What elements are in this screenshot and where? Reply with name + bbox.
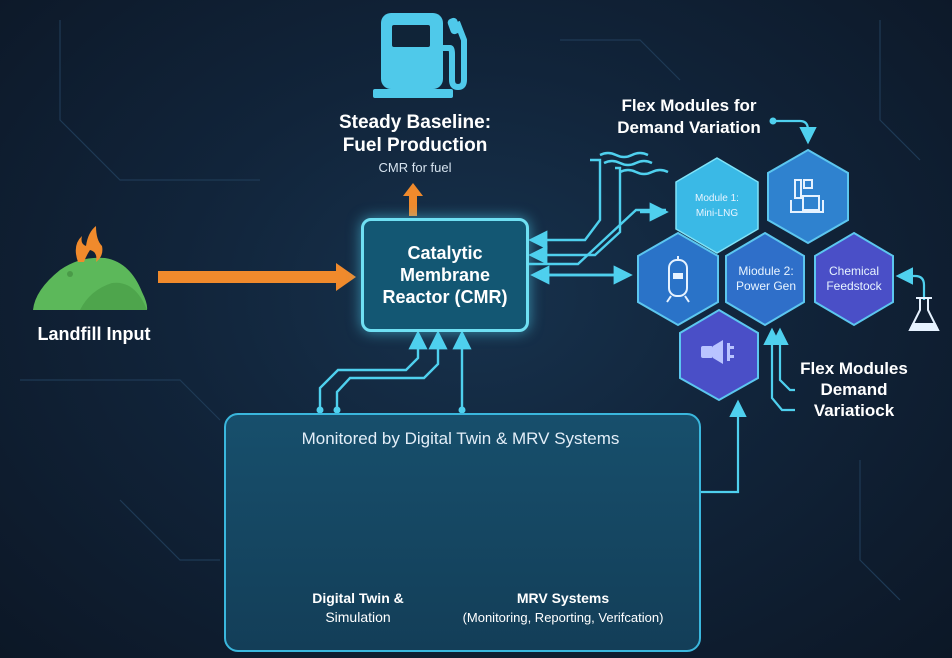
flex-top-dot	[769, 117, 777, 125]
digital-twin-line1: Digital Twin &	[312, 590, 404, 606]
flex-bottom-line2: Demand	[820, 380, 888, 399]
mrv-subtitle: (Monitoring, Reporting, Verifcation)	[462, 610, 664, 625]
chemical-line2: Feedstock	[826, 279, 882, 293]
landfill-flame-icon	[33, 226, 148, 310]
flex-bottom-arrows	[763, 327, 795, 412]
module2-label: Miodule 2: Power Gen	[727, 264, 805, 294]
module2-line1: Miodule 2:	[738, 264, 794, 278]
mrv-label: MRV Systems (Monitoring, Reporting, Veri…	[450, 589, 676, 627]
cmr-line3: Reactor (CMR)	[382, 287, 508, 307]
equipment-icon	[790, 179, 824, 213]
chemical-arrow	[895, 267, 926, 300]
hex-module-mini-lng[interactable]	[675, 157, 759, 254]
fuel-title-line1: Steady Baseline:	[338, 112, 492, 133]
chemical-line1: Chemical	[828, 264, 879, 278]
flex-bottom-line1: Flex Modules	[800, 359, 908, 378]
cmr-monitor-connectors	[318, 330, 472, 410]
cmr-module-connectors	[526, 151, 669, 285]
monitor-title: Monitored by Digital Twin & MRV Systems	[301, 429, 620, 448]
chemical-label: Chemical Feedstock	[815, 264, 893, 294]
plug-icon	[701, 340, 734, 364]
background-circuit	[20, 20, 921, 601]
landfill-to-cmr-arrow	[158, 263, 356, 291]
digital-twin-line2: Simulation	[325, 609, 391, 625]
flask-icon	[908, 297, 940, 331]
module1-line2: Mini-LNG	[695, 208, 739, 219]
module2-line2: Power Gen	[735, 279, 797, 293]
fuel-pump-icon	[373, 13, 467, 98]
flex-top-arrow	[773, 119, 817, 145]
hex-module-power-gen[interactable]	[725, 231, 805, 327]
cmr-box[interactable]: Catalytic Membrane Reactor (CMR)	[361, 218, 529, 332]
flex-bottom-label: Flex Modules Demand Variatiock	[790, 358, 918, 421]
flex-bottom-line3: Variatiock	[813, 401, 895, 420]
mrv-title: MRV Systems	[516, 590, 610, 606]
cmr-line1: Catalytic	[407, 243, 483, 263]
cmr-to-fuel-arrow	[403, 183, 423, 216]
hex-module-chemical[interactable]	[814, 231, 894, 327]
fuel-title: Steady Baseline: Fuel Production	[330, 111, 500, 157]
landfill-label: Landfill Input	[37, 324, 151, 344]
module1-line1: Module 1:	[695, 193, 739, 204]
fuel-title-line2: Fuel Production	[342, 135, 488, 156]
monitor-box	[224, 413, 701, 652]
cmr-line2: Membrane	[399, 265, 491, 285]
flex-top-label: Flex Modules for Demand Variation	[604, 95, 774, 139]
digital-twin-label: Digital Twin & Simulation	[288, 589, 428, 627]
fuel-subtitle: CMR for fuel	[378, 160, 452, 175]
flex-top-line2: Demand Variation	[617, 118, 761, 137]
tank-icon	[666, 256, 690, 303]
flex-top-line1: Flex Modules for	[621, 96, 757, 115]
module1-label: Module 1: Mini-LNG	[677, 191, 757, 221]
